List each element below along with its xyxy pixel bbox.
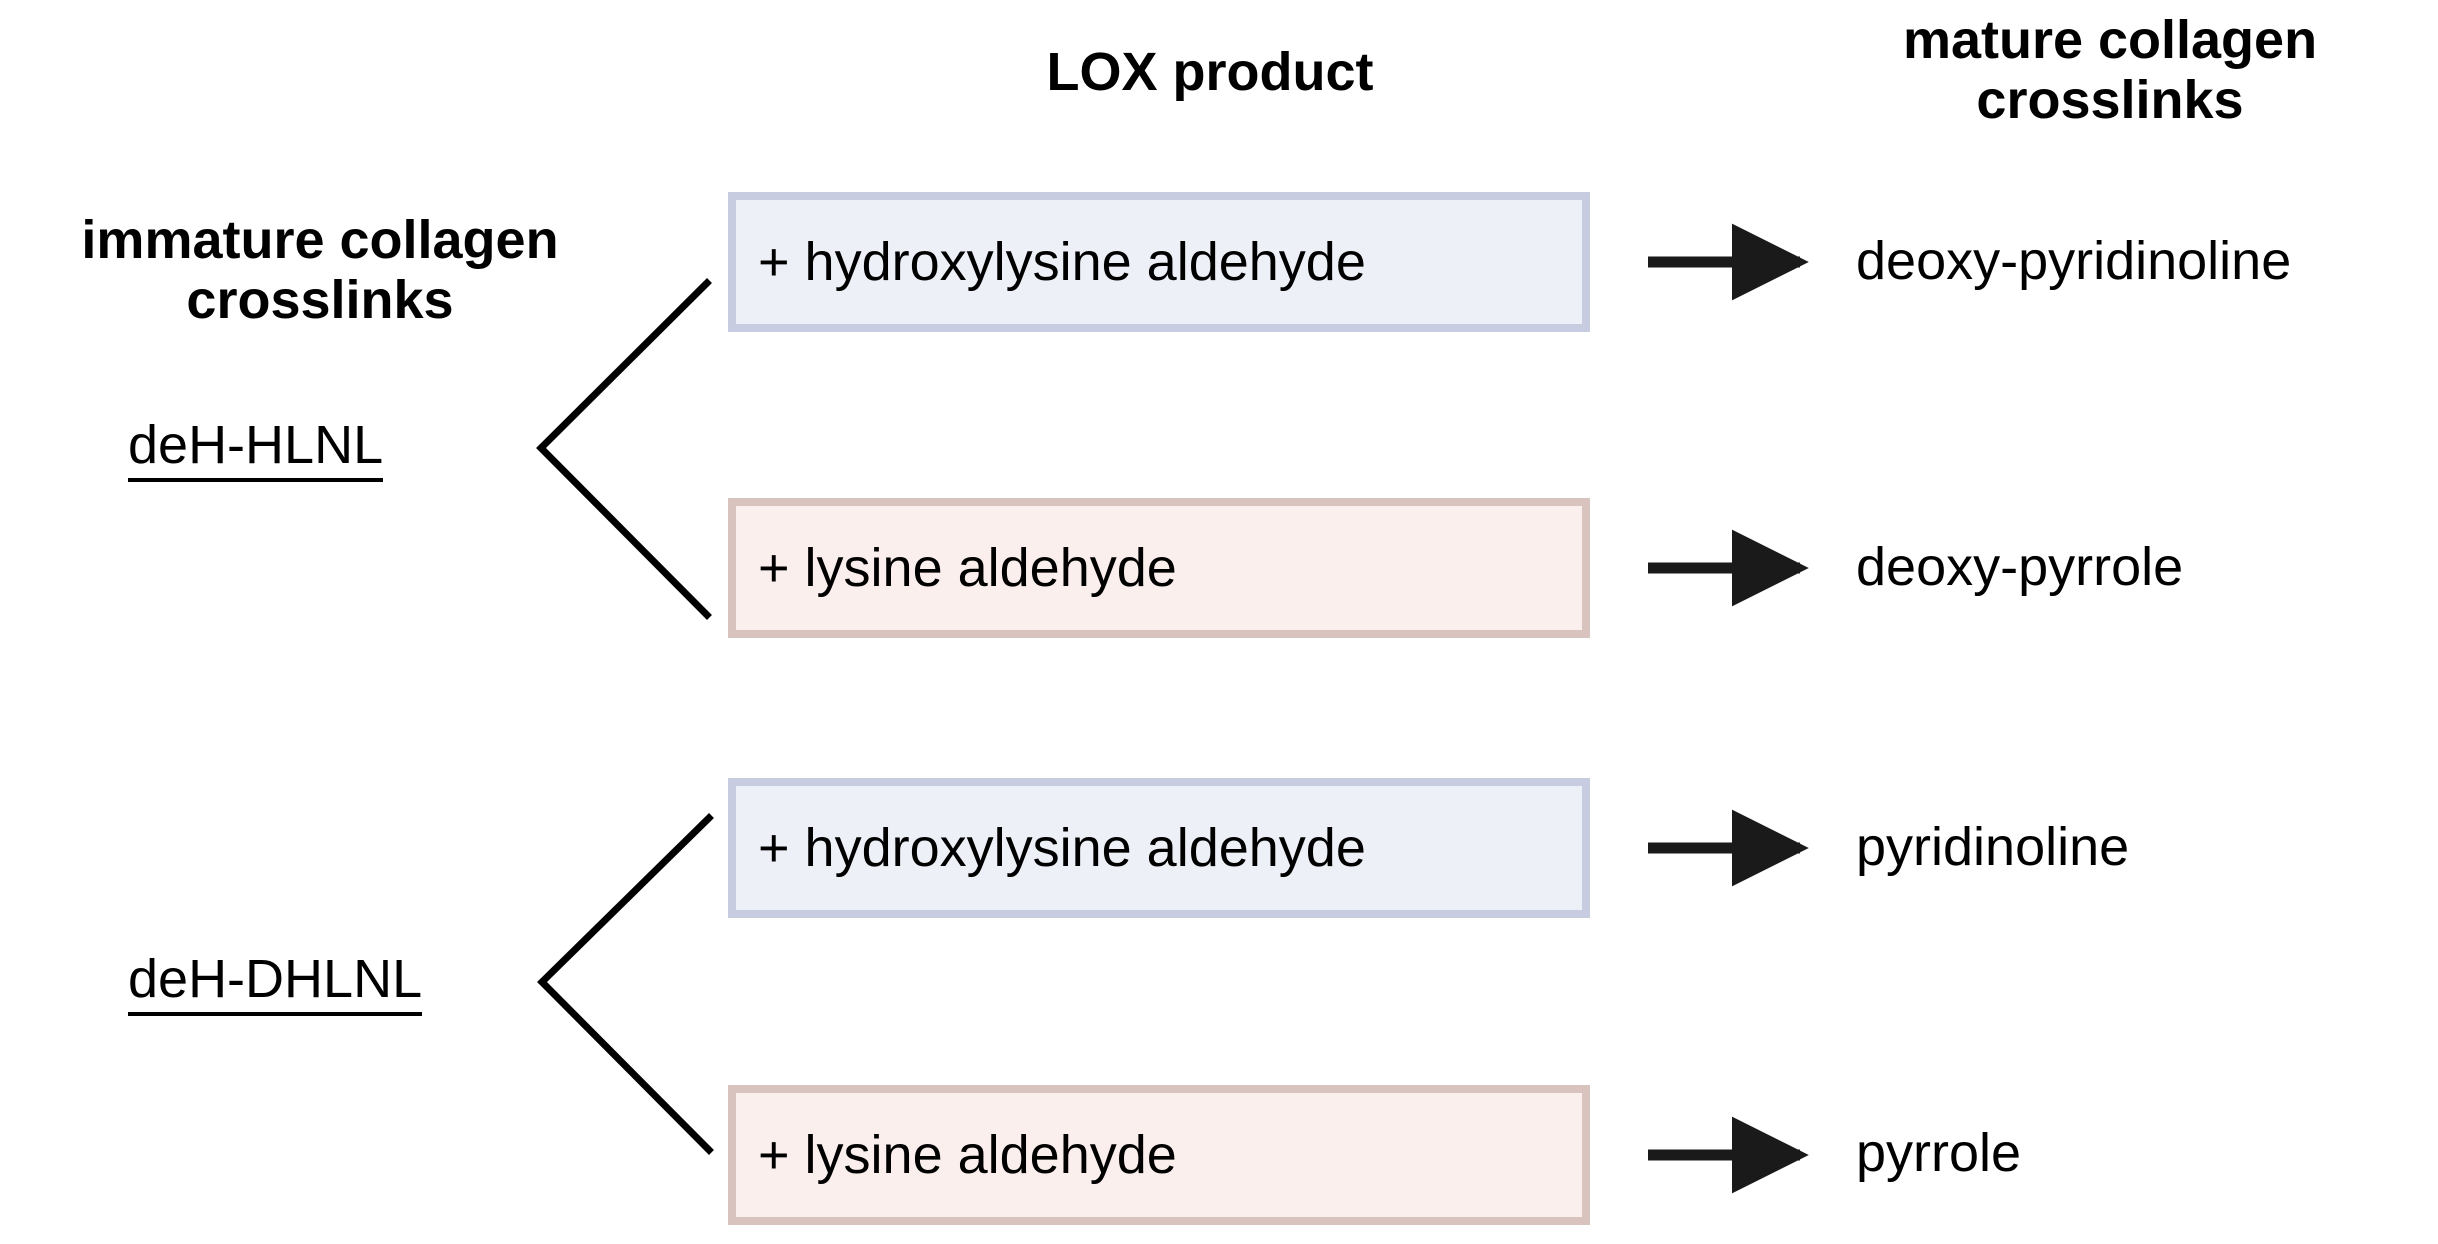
lox-product-box-hydroxylysine-aldehyde-1: + hydroxylysine aldehyde [728, 192, 1590, 332]
column-header-mature-collagen-crosslinks: mature collagen crosslinks [1902, 10, 2318, 131]
column-header-lox-product: LOX product [1046, 42, 1374, 102]
mature-crosslink-deoxy-pyridinoline: deoxy-pyridinoline [1856, 231, 2292, 291]
mature-crosslink-pyrrole: pyrrole [1856, 1123, 2022, 1183]
mature-crosslink-pyridinoline: pyridinoline [1856, 817, 2130, 877]
mature-crosslink-deoxy-pyrrole: deoxy-pyrrole [1856, 537, 2184, 597]
bracket-deh-hlnl [536, 278, 712, 620]
column-header-immature-collagen-crosslinks: immature collagen crosslinks [81, 210, 559, 331]
lox-product-box-hydroxylysine-aldehyde-2: + hydroxylysine aldehyde [728, 778, 1590, 918]
lox-product-box-lysine-aldehyde-1: + lysine aldehyde [728, 498, 1590, 638]
lox-product-box-lysine-aldehyde-2: + lysine aldehyde [728, 1085, 1590, 1225]
precursor-label-deh-dhlnl: deH-DHLNL [128, 952, 423, 1016]
precursor-label-deh-hlnl: deH-HLNL [128, 418, 384, 482]
bracket-deh-dhlnl [537, 813, 714, 1155]
